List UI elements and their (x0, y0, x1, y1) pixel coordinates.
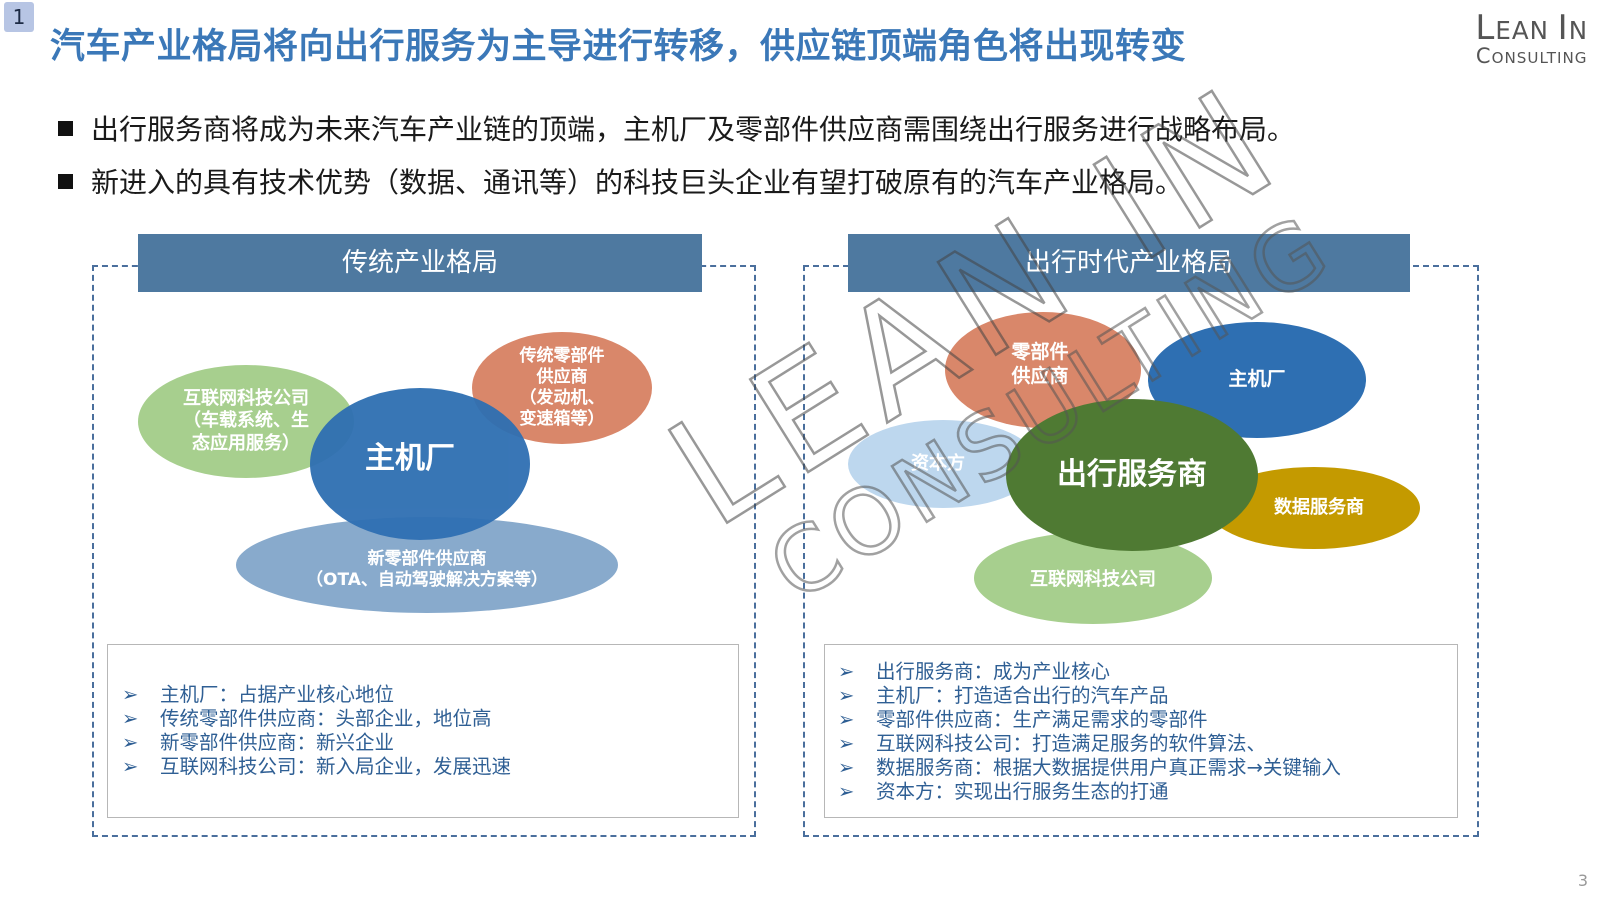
logo-text: C (1475, 44, 1492, 68)
traditional-notes-list: ➢ 主机厂：占据产业核心地位 ➢ 传统零部件供应商：头部企业，地位高 ➢ 新零部件供应… (122, 683, 511, 779)
arrow-bullet-icon: ➢ (838, 756, 855, 779)
oval-text: 互联网科技公司 (1030, 568, 1156, 590)
logo-text: L (1475, 8, 1496, 48)
oval-text: 供应商 (1011, 365, 1069, 387)
arrow-bullet-icon: ➢ (838, 732, 855, 755)
logo-text: ONSULTING (1491, 49, 1588, 67)
logo-text: I (1557, 8, 1569, 48)
mobility-notes-box (824, 644, 1458, 818)
arrow-bullet-icon: ➢ (122, 755, 139, 778)
oval-text: 新零部件供应商 (367, 548, 487, 569)
note-text: 出行服务商：成为产业核心 (876, 660, 1111, 683)
oval-text: 互联网科技公司 (183, 387, 309, 409)
oval-text: 传统零部件 (519, 345, 605, 366)
square-bullet-icon (58, 173, 73, 189)
arrow-bullet-icon: ➢ (838, 708, 855, 731)
note-text: 主机厂：占据产业核心地位 (160, 683, 395, 706)
oval-text: 态应用服务） (192, 432, 300, 454)
list-item: ➢ 出行服务商：成为产业核心 (838, 660, 1341, 684)
page-title: 汽车产业格局将向出行服务为主导进行转移，供应链顶端角色将出现转变 (50, 27, 1187, 67)
note-text: 零部件供应商：生产满足需求的零部件 (876, 708, 1208, 731)
list-item: ➢ 资本方：实现出行服务生态的打通 (838, 780, 1341, 804)
oval-text: （OTA、自动驾驶解决方案等） (306, 570, 548, 590)
page-number: 3 (1577, 871, 1588, 890)
arrow-bullet-icon: ➢ (838, 684, 855, 707)
oval-text: 资本方 (911, 452, 965, 474)
arrow-bullet-icon: ➢ (838, 780, 855, 803)
square-bullet-icon (58, 120, 73, 136)
bullet-item: 出行服务商将成为未来汽车产业链的顶端，主机厂及零部件供应商需围绕出行服务进行战略… (58, 108, 1295, 148)
list-item: ➢ 互联网科技公司：新入局企业，发展迅速 (122, 755, 511, 779)
list-item: ➢ 数据服务商：根据大数据提供用户真正需求→关键输入 (838, 756, 1341, 780)
arrow-bullet-icon: ➢ (122, 707, 139, 730)
list-item: ➢ 传统零部件供应商：头部企业，地位高 (122, 707, 511, 731)
note-text: 传统零部件供应商：头部企业，地位高 (160, 707, 492, 730)
oval-oem: 主机厂 (310, 388, 530, 540)
logo-text: EAN (1495, 16, 1558, 45)
traditional-panel-header: 传统产业格局 (138, 234, 702, 292)
bullet-item: 新进入的具有技术优势（数据、通讯等）的科技巨头企业有望打破原有的汽车产业格局。 (58, 161, 1183, 201)
oval-text: 供应商 (536, 366, 588, 387)
oval-text: 变速箱等） (519, 409, 605, 430)
note-text: 互联网科技公司：打造满足服务的软件算法、 (876, 732, 1267, 755)
slide-number-badge: 1 (4, 2, 34, 32)
bullet-text: 出行服务商将成为未来汽车产业链的顶端，主机厂及零部件供应商需围绕出行服务进行战略… (91, 113, 1296, 146)
list-item: ➢ 主机厂：打造适合出行的汽车产品 (838, 684, 1341, 708)
oval-text: 主机厂 (1228, 368, 1286, 391)
arrow-bullet-icon: ➢ (122, 731, 139, 754)
oval-text: （发动机、 (519, 388, 605, 408)
company-logo: LEAN IN CONSULTING (1475, 8, 1588, 68)
logo-text: N (1568, 16, 1588, 45)
oval-mobility-provider: 出行服务商 (1006, 399, 1258, 551)
list-item: ➢ 零部件供应商：生产满足需求的零部件 (838, 708, 1341, 732)
list-item: ➢ 互联网科技公司：打造满足服务的软件算法、 (838, 732, 1341, 756)
note-text: 互联网科技公司：新入局企业，发展迅速 (160, 755, 512, 778)
oval-text: 主机厂 (365, 441, 455, 477)
oval-text: 出行服务商 (1057, 457, 1207, 493)
oval-text: 数据服务商 (1274, 496, 1364, 518)
arrow-bullet-icon: ➢ (838, 660, 855, 683)
bullet-text: 新进入的具有技术优势（数据、通讯等）的科技巨头企业有望打破原有的汽车产业格局。 (91, 166, 1184, 199)
list-item: ➢ 新零部件供应商：新兴企业 (122, 731, 511, 755)
oval-text: （车载系统、生 (183, 410, 309, 432)
note-text: 主机厂：打造适合出行的汽车产品 (876, 684, 1169, 707)
note-text: 资本方：实现出行服务生态的打通 (876, 780, 1169, 803)
list-item: ➢ 主机厂：占据产业核心地位 (122, 683, 511, 707)
traditional-notes-box (107, 644, 739, 818)
note-text: 数据服务商：根据大数据提供用户真正需求→关键输入 (876, 756, 1341, 779)
arrow-bullet-icon: ➢ (122, 683, 139, 706)
note-text: 新零部件供应商：新兴企业 (160, 731, 395, 754)
mobility-panel-header: 出行时代产业格局 (848, 234, 1410, 292)
oval-text: 零部件 (1011, 341, 1069, 364)
mobility-notes-list: ➢ 出行服务商：成为产业核心 ➢ 主机厂：打造适合出行的汽车产品 ➢ 零部件供应商：生… (838, 660, 1341, 804)
